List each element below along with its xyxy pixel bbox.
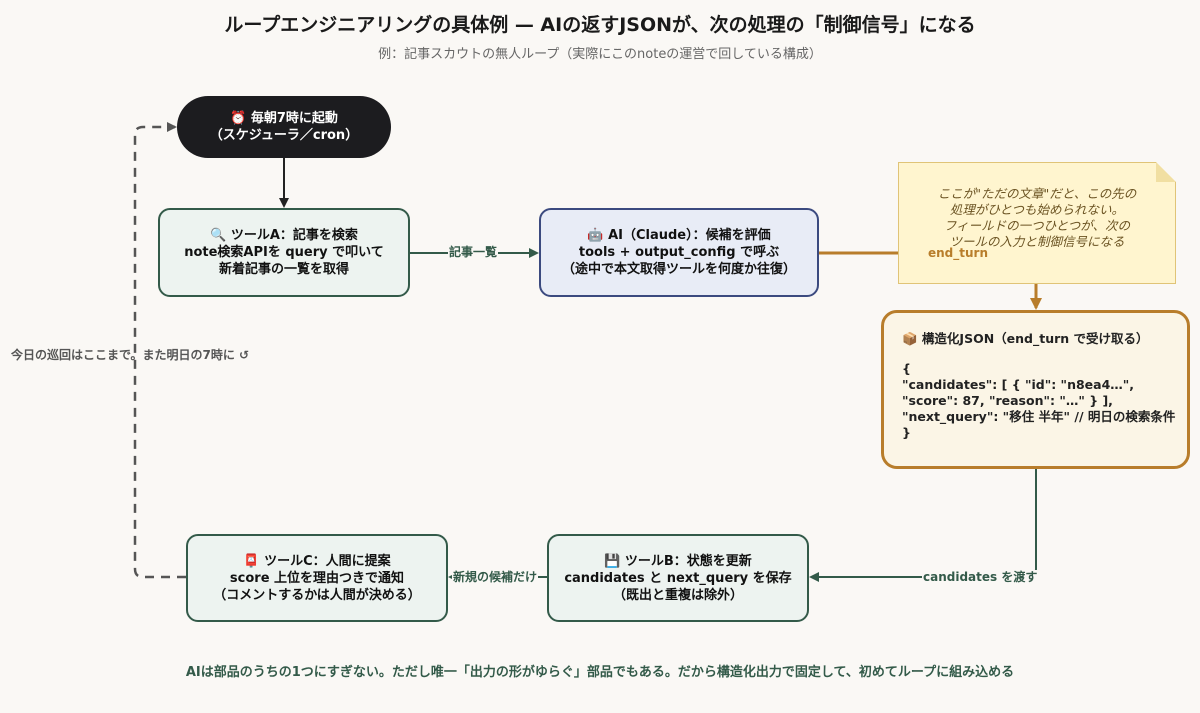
tool-c-line-1: 📮 ツールC：人間に提案 <box>243 553 391 569</box>
note-line-3: フィールドの一つひとつが、次の <box>943 218 1131 233</box>
note-line-2: 処理がひとつも始められない。 <box>949 202 1125 217</box>
tool-a-line-3: 新着記事の一覧を取得 <box>218 262 349 277</box>
start-line-1: ⏰ 毎朝7時に起動 <box>230 111 338 126</box>
tool-b-line-2: candidates と next_query を保存 <box>564 570 792 586</box>
edge-label-new-only: 新規の候補だけ <box>452 570 539 585</box>
ai-line-2: tools + output_config で呼ぶ <box>578 245 780 260</box>
json-code-line: "candidates": [ { "id": "n8ea4…", <box>902 377 1135 392</box>
ai-line-3: （途中で本文取得ツールを何度か往復） <box>561 262 796 277</box>
note-line-1: ここが"ただの文章"だと、この先の <box>937 186 1137 201</box>
json-code-line: "next_query": "移住 半年" // 明日の検索条件 <box>902 409 1176 424</box>
tool-b-node: 💾 ツールB：状態を更新 candidates と next_query を保存… <box>547 534 809 622</box>
tool-c-line-2: score 上位を理由つきで通知 <box>229 570 405 586</box>
json-title: 📦 構造化JSON（end_turn で受け取る） <box>902 331 1149 346</box>
ai-node: 🤖 AI（Claude）：候補を評価 tools + output_config… <box>539 208 819 297</box>
start-line-2: （スケジューラ／cron） <box>209 128 359 143</box>
edge-label-candidates-pass: candidates を渡す <box>922 570 1039 585</box>
json-code-line: } <box>902 425 911 440</box>
diagram-subtitle: 例：記事スカウトの無人ループ（実際にこのnoteの運営で回している構成） <box>378 47 822 62</box>
note-callout: ここが"ただの文章"だと、この先の 処理がひとつも始められない。 フィールドの一… <box>898 162 1176 284</box>
start-trigger-node: ⏰ 毎朝7時に起動 （スケジューラ／cron） <box>177 96 391 158</box>
edge-label-loop-back: 今日の巡回はここまで。また明日の7時に ↺ <box>11 348 250 362</box>
tool-c-node: 📮 ツールC：人間に提案 score 上位を理由つきで通知 （コメントするかは人… <box>186 534 448 622</box>
edge-json-to-tool-b <box>809 469 1037 582</box>
tool-c-line-3: （コメントするかは人間が決める） <box>213 587 421 603</box>
edge-loop-back <box>133 122 186 579</box>
tool-b-line-1: 💾 ツールB：状態を更新 <box>604 553 752 569</box>
tool-b-line-3: （既出と重複は除外） <box>612 587 743 603</box>
ai-line-1: 🤖 AI（Claude）：候補を評価 <box>587 228 771 243</box>
json-code-line: "score": 87, "reason": "…" } ], <box>902 393 1113 408</box>
edge-label-end-turn: end_turn <box>927 246 990 261</box>
tool-a-line-2: note検索APIを query で叩いて <box>184 245 384 260</box>
tool-a-node: 🔍 ツールA：記事を検索 note検索APIを query で叩いて 新着記事の… <box>158 208 410 297</box>
diagram-title: ループエンジニアリングの具体例 — AIの返すJSONが、次の処理の「制御信号」… <box>224 14 976 36</box>
tool-a-line-1: 🔍 ツールA：記事を検索 <box>210 228 358 243</box>
edge-label-article-list: 記事一覧 <box>448 245 499 260</box>
footer-caption: AIは部品のうちの1つにすぎない。ただし唯一「出力の形がゆらぐ」部品でもある。だ… <box>185 665 1015 680</box>
json-code-line: { <box>902 361 911 376</box>
structured-json-node: 📦 構造化JSON（end_turn で受け取る） { "candidates"… <box>881 310 1190 469</box>
note-line-4: ツールの入力と制御信号になる <box>949 234 1125 249</box>
